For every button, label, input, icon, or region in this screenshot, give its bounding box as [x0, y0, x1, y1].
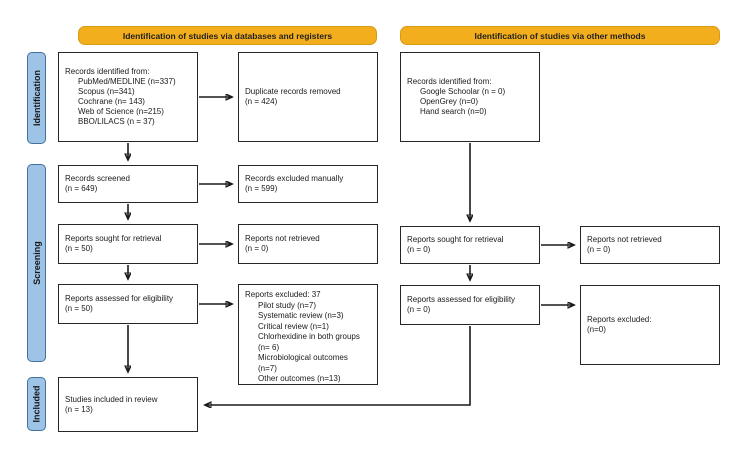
box-reports-assessed-other: Reports assessed for eligibility (n = 0)	[400, 285, 540, 325]
box-line: Cochrane (n= 143)	[78, 97, 145, 106]
stage-label-identification: Identification	[27, 52, 46, 144]
box-reports-excluded-other: Reports excluded: (n=0)	[580, 285, 720, 365]
box-count: (n = 50)	[65, 244, 93, 253]
stage-label-screening: Screening	[27, 164, 46, 362]
box-title: Reports excluded: 37	[245, 290, 321, 299]
box-line: (n= 6)	[258, 342, 280, 352]
box-reports-assessed-databases: Reports assessed for eligibility (n = 50…	[58, 284, 198, 324]
box-line: BBO/LILACS (n = 37)	[78, 117, 155, 126]
box-count: (n = 0)	[407, 305, 431, 314]
box-line: Reports assessed for eligibility	[65, 294, 174, 303]
box-studies-included: Studies included in review (n = 13)	[58, 377, 198, 432]
box-records-screened: Records screened (n = 649)	[58, 165, 198, 203]
box-line: Studies included in review	[65, 394, 158, 404]
box-line: PubMed/MEDLINE (n=337)	[78, 77, 176, 86]
box-records-excluded-manually: Records excluded manually (n = 599)	[238, 165, 378, 203]
box-reports-not-retrieved-other: Reports not retrieved (n = 0)	[580, 226, 720, 264]
box-line: Reports sought for retrieval	[65, 234, 162, 243]
box-line: Records screened	[65, 174, 130, 183]
box-title: Records identified from:	[407, 77, 492, 86]
box-line: Google Schoolar (n = 0)	[420, 87, 506, 96]
box-line: Pilot study (n=7)	[258, 300, 317, 310]
box-records-identified-databases: Records identified from: PubMed/MEDLINE …	[58, 52, 198, 142]
box-count: (n = 0)	[587, 245, 611, 254]
box-line: Chlorhexidine in both groups	[258, 332, 360, 341]
banner-databases-registers: Identification of studies via databases …	[78, 26, 377, 45]
box-line: Scopus (n=341)	[78, 87, 135, 96]
box-line: Hand search (n=0)	[420, 107, 487, 116]
box-line: Systematic review (n=3)	[258, 311, 344, 320]
stage-label-screening-text: Screening	[31, 241, 42, 285]
box-line: Records excluded manually	[245, 174, 344, 183]
box-line: Microbiological outcomes	[258, 353, 348, 362]
stage-label-included: Included	[27, 377, 46, 431]
box-count: (n = 424)	[245, 97, 278, 106]
box-line: OpenGrey (n=0)	[420, 97, 479, 106]
box-count: (n = 50)	[65, 304, 93, 313]
box-count: (n = 13)	[65, 404, 93, 414]
box-reports-excluded-databases: Reports excluded: 37 Pilot study (n=7) S…	[238, 284, 378, 385]
box-reports-sought-other: Reports sought for retrieval (n = 0)	[400, 226, 540, 264]
box-line: Reports excluded:	[587, 315, 652, 324]
box-count: (n=0)	[587, 325, 606, 334]
box-records-identified-other: Records identified from: Google Schoolar…	[400, 52, 540, 142]
box-duplicate-records-removed: Duplicate records removed (n = 424)	[238, 52, 378, 142]
box-line: Duplicate records removed	[245, 87, 341, 96]
stage-label-included-text: Included	[31, 385, 42, 423]
box-line: Web of Science (n=215)	[78, 107, 164, 116]
stage-label-identification-text: Identification	[31, 70, 42, 126]
banner-other-methods: Identification of studies via other meth…	[400, 26, 720, 45]
box-title: Records identified from:	[65, 67, 150, 76]
box-line: Reports assessed for eligibility	[407, 295, 516, 304]
box-count: (n = 649)	[65, 184, 98, 193]
box-line: Critical review (n=1)	[258, 321, 329, 331]
box-reports-not-retrieved-databases: Reports not retrieved (n = 0)	[238, 224, 378, 264]
box-line: Reports not retrieved	[245, 234, 320, 243]
box-count: (n = 0)	[407, 245, 431, 254]
box-line: Reports not retrieved	[587, 235, 662, 244]
box-line: (n=7)	[258, 363, 277, 373]
box-line: Reports sought for retrieval	[407, 235, 504, 244]
box-count: (n = 599)	[245, 184, 278, 193]
box-reports-sought-databases: Reports sought for retrieval (n = 50)	[58, 224, 198, 264]
box-count: (n = 0)	[245, 244, 269, 253]
box-line: Other outcomes (n=13)	[258, 374, 341, 383]
